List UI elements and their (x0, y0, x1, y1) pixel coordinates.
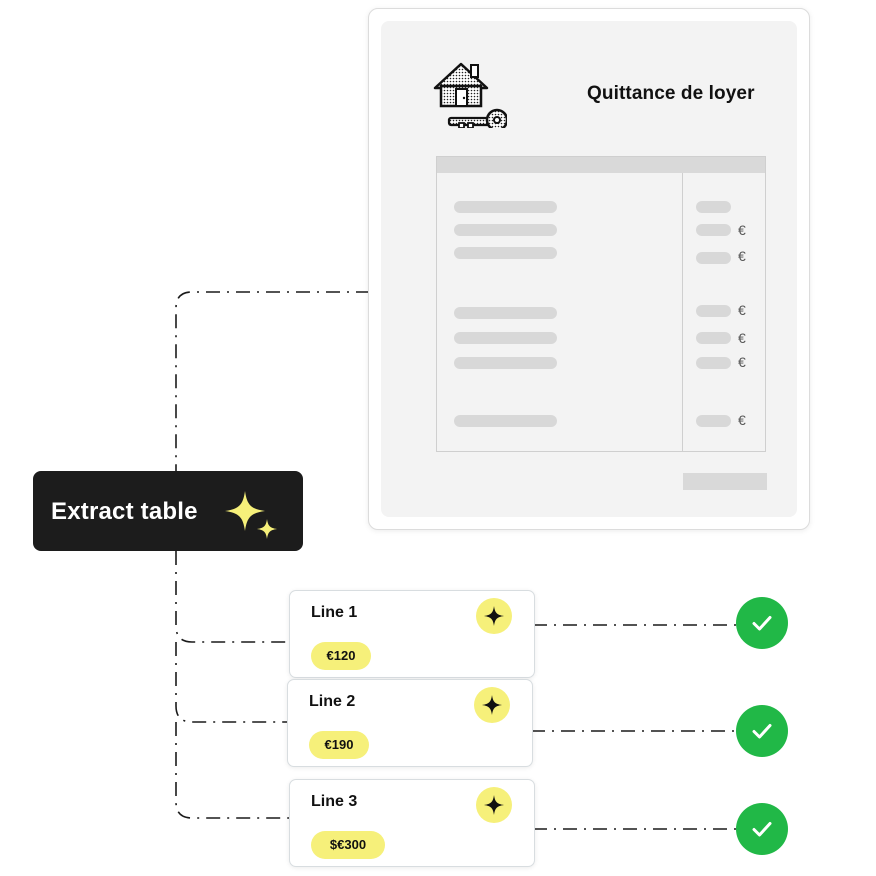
euro-symbol: € (738, 354, 746, 370)
placeholder-text (454, 307, 557, 319)
placeholder-text (454, 224, 557, 236)
placeholder-amount (696, 201, 731, 213)
document-table: € € € € € € (436, 156, 766, 452)
placeholder-text (454, 415, 557, 427)
placeholder-amount (696, 332, 731, 344)
check-icon (736, 597, 788, 649)
placeholder-text (454, 201, 557, 213)
sparkle-badge (476, 787, 512, 823)
line-label: Line 3 (311, 793, 358, 810)
euro-symbol: € (738, 248, 746, 264)
line-label: Line 1 (311, 604, 358, 621)
sparkle-icon (225, 491, 277, 539)
sparkle-icon (484, 795, 504, 815)
connector-doc-to-button (175, 291, 430, 471)
euro-symbol: € (738, 222, 746, 238)
connector-button-to-line-2 (175, 642, 287, 723)
placeholder-text (454, 357, 557, 369)
amount-pill: €190 (309, 731, 369, 759)
euro-symbol: € (738, 302, 746, 318)
table-column-divider (682, 173, 683, 451)
placeholder-amount (696, 357, 731, 369)
extracted-line-card[interactable]: Line 3 $€300 (289, 779, 535, 867)
sparkle-icon (482, 695, 502, 715)
placeholder-amount (696, 224, 731, 236)
euro-symbol: € (738, 330, 746, 346)
document-title: Quittance de loyer (587, 83, 755, 104)
extracted-line-card[interactable]: Line 1 €120 (289, 590, 535, 678)
connector-button-to-line-3 (175, 722, 290, 819)
placeholder-total (683, 473, 767, 490)
placeholder-amount (696, 415, 731, 427)
amount-pill: €120 (311, 642, 371, 670)
amount-pill: $€300 (311, 831, 385, 859)
sparkle-badge (474, 687, 510, 723)
euro-symbol: € (738, 412, 746, 428)
extract-table-label: Extract table (51, 498, 198, 525)
line-label: Line 2 (309, 693, 356, 710)
document-preview: Quittance de loyer € € € € € (368, 8, 810, 530)
sparkle-icon (484, 606, 504, 626)
check-icon (736, 803, 788, 855)
extract-table-button[interactable]: Extract table (33, 471, 303, 551)
connector-button-to-line-1 (175, 551, 290, 643)
placeholder-text (454, 247, 557, 259)
document-page: Quittance de loyer € € € € € (381, 21, 797, 517)
extracted-line-card[interactable]: Line 2 €190 (287, 679, 533, 767)
sparkle-badge (476, 598, 512, 634)
placeholder-amount (696, 305, 731, 317)
placeholder-amount (696, 252, 731, 264)
placeholder-text (454, 332, 557, 344)
house-key-icon (433, 62, 507, 128)
check-icon (736, 705, 788, 757)
table-header (437, 157, 765, 173)
